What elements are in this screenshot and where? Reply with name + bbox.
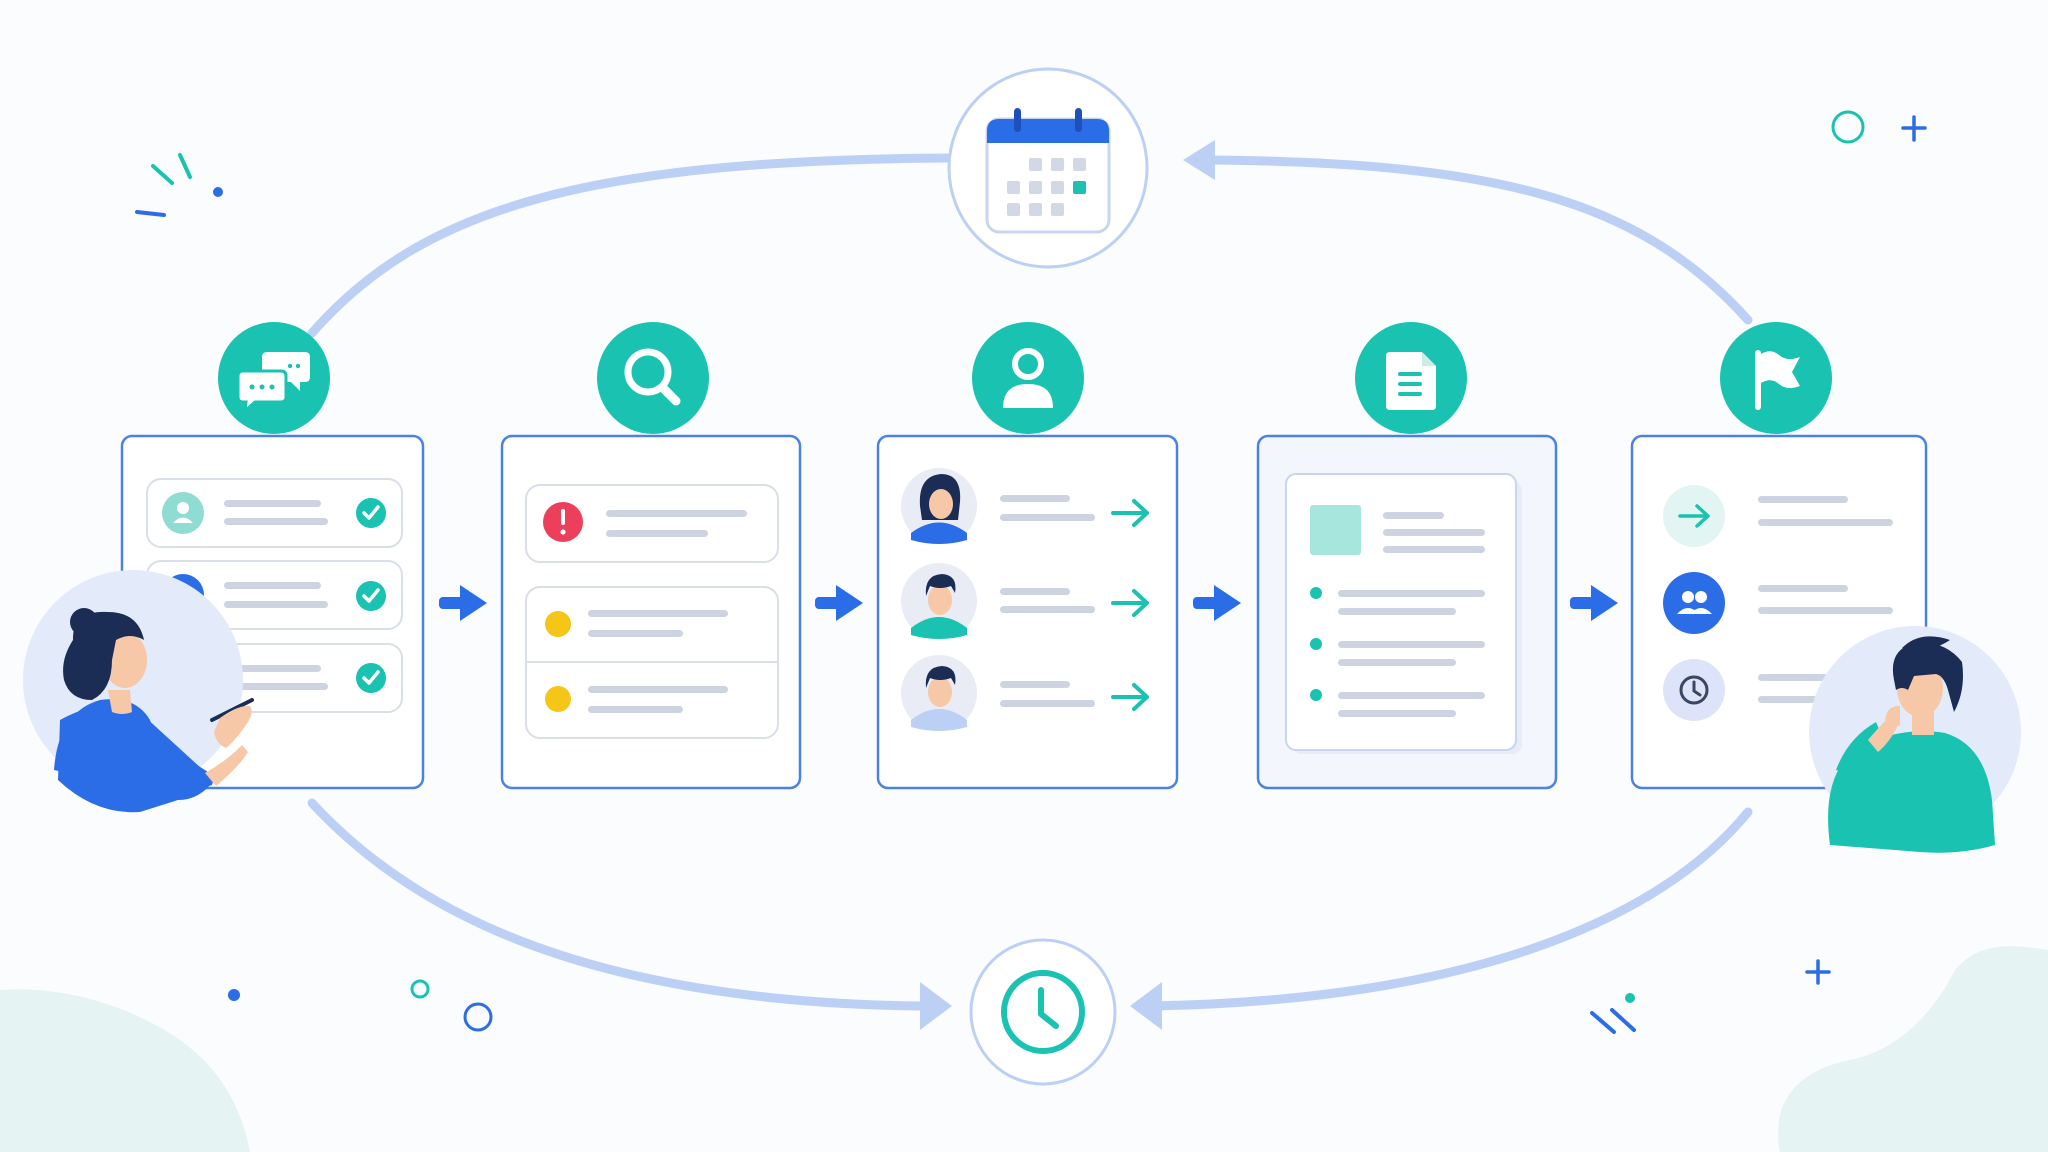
cycle-arrowhead-bottom-left [920, 982, 952, 1030]
stage-badge-finish [1720, 322, 1832, 434]
arrow-right-icon [1678, 504, 1710, 528]
check-icon [356, 498, 386, 528]
cycle-arcs [307, 153, 1753, 1011]
cycle-arc-top-left [307, 153, 956, 338]
stage-badge-people [972, 322, 1084, 434]
people-card-rows [901, 468, 1149, 731]
list-item [1310, 638, 1485, 666]
list-item [901, 468, 1149, 544]
sparkle-dot [228, 989, 240, 1001]
sparkle-dot [213, 187, 223, 197]
sparkle-ring [1831, 110, 1865, 144]
list-item [901, 563, 1149, 639]
step-arrow [439, 585, 487, 621]
stage-badge-search [597, 322, 709, 434]
status-dot [545, 611, 571, 637]
step-arrow [815, 585, 863, 621]
list-item [901, 655, 1149, 731]
avatar [901, 468, 977, 544]
list-group [525, 586, 779, 739]
user-icon [1003, 348, 1053, 408]
clock-node [969, 938, 1117, 1086]
calendar-icon [985, 108, 1111, 234]
avatar [901, 563, 977, 639]
plus-icon [1805, 959, 1831, 985]
list-item [1663, 485, 1893, 547]
man-thinking-character [1809, 626, 2021, 853]
search-card-rows [525, 484, 779, 739]
avatar [901, 655, 977, 731]
stage-badge-chat [218, 322, 330, 434]
background-blob-left [0, 989, 250, 1152]
decorative-sparkles [135, 110, 1927, 1034]
background-blob-right [1778, 946, 2048, 1152]
list-item [146, 478, 403, 548]
step-arrow [1193, 585, 1241, 621]
status-dot [545, 686, 571, 712]
sparkle-dash [1590, 1011, 1616, 1034]
document-icon [1386, 352, 1436, 410]
sparkle-dash [178, 153, 192, 179]
list-item [1310, 689, 1485, 717]
team-icon [1677, 591, 1712, 614]
list-item [525, 484, 779, 563]
sparkle-ring [410, 979, 430, 999]
list-item [1310, 587, 1485, 615]
sparkle-dot [1625, 993, 1635, 1003]
step-arrows [439, 585, 1618, 621]
document-thumbnail [1310, 505, 1361, 555]
plus-icon [1901, 115, 1927, 142]
sparkle-dash [151, 164, 174, 185]
calendar-node [947, 67, 1149, 269]
arrow-right-icon [1111, 589, 1149, 617]
sparkle-ring [463, 1002, 493, 1032]
flag-icon [1755, 350, 1800, 410]
check-icon [356, 581, 386, 611]
document-card-content [1285, 473, 1522, 754]
cycle-arrowhead-top [1183, 140, 1215, 180]
arrow-right-icon [1111, 499, 1149, 527]
chat-bubbles-icon [236, 352, 310, 415]
sparkle-dash [1610, 1008, 1636, 1032]
alert-icon [543, 502, 583, 542]
cycle-arc-bottom-left [307, 798, 925, 1011]
check-icon [356, 663, 386, 693]
magnifier-icon [624, 348, 681, 406]
stage-badge-document [1355, 322, 1467, 434]
sparkle-dash [135, 210, 166, 217]
arrow-right-icon [1111, 683, 1149, 711]
list-item [1663, 572, 1893, 634]
woman-writing-character [23, 570, 254, 813]
cycle-arrowhead-bottom-right [1130, 982, 1162, 1030]
cycle-arc-bottom-right [1147, 807, 1753, 1011]
clock-icon [1001, 970, 1085, 1054]
clock-icon [1679, 675, 1709, 705]
step-arrow [1570, 585, 1618, 621]
cycle-arc-top-right [1200, 155, 1753, 325]
